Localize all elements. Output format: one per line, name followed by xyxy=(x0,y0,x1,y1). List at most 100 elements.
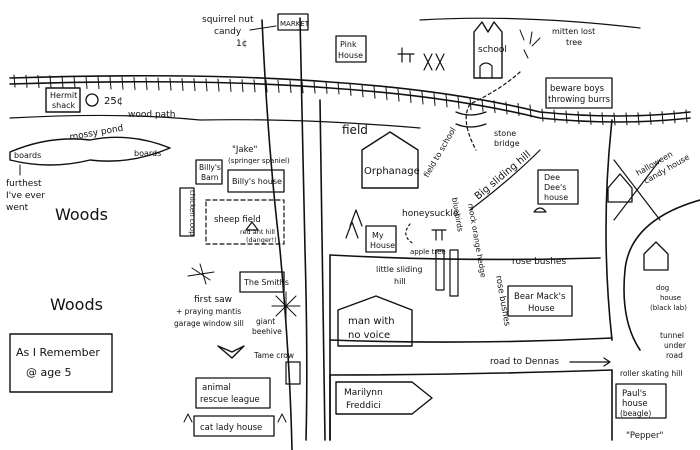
stone-bridge-label: stone xyxy=(494,129,516,138)
railroad-tie xyxy=(397,88,400,102)
hermit-shack-label: Hermit xyxy=(50,91,77,100)
railroad-tie xyxy=(349,82,352,96)
freddici-label: Freddici xyxy=(346,401,381,411)
swing-set-home-icon xyxy=(431,229,447,241)
hermit-price: 25¢ xyxy=(104,96,123,107)
dee-dees-label-3: house xyxy=(544,193,568,202)
the-smiths-house xyxy=(239,271,285,293)
railroad-tie xyxy=(517,103,520,117)
railroad-tie xyxy=(145,77,148,91)
legend-box xyxy=(9,333,113,393)
field-label: field xyxy=(342,123,368,137)
market-label: MARKET xyxy=(280,20,310,28)
wood-path-line xyxy=(9,114,421,129)
second-road-left-edge xyxy=(319,99,326,441)
billys-barn-label: Billy's xyxy=(199,163,221,172)
railroad-tie xyxy=(301,80,304,94)
railroad-tie xyxy=(625,112,628,126)
railroad-tie xyxy=(505,101,508,115)
giant-beehive-label-2: beehive xyxy=(252,327,282,336)
mock-orange-label: mock orange hedge xyxy=(466,203,488,279)
railroad-tie xyxy=(289,80,292,94)
mossy-pond xyxy=(9,136,171,166)
railroad-tie xyxy=(205,78,208,92)
railroad-tie xyxy=(649,111,652,125)
railroad-tie xyxy=(373,85,376,99)
railroad-tie xyxy=(25,74,28,88)
pink-house-label: Pink xyxy=(340,40,357,49)
road-arrow-icon xyxy=(569,357,611,367)
railroad-tie xyxy=(241,79,244,93)
red-ant-hill-label: red ant hill xyxy=(240,228,275,236)
boards-left-label: boards xyxy=(14,151,41,160)
woods-bottom-label: Woods xyxy=(50,295,103,314)
billys-house-label: Billy's house xyxy=(232,177,282,186)
railroad-tie xyxy=(49,75,52,89)
rose-bushes-side-label: rose bushes xyxy=(493,275,512,328)
school-building xyxy=(473,21,503,79)
railroad-tie xyxy=(85,76,88,90)
path-to-school xyxy=(465,71,521,151)
candy-arrow xyxy=(249,25,277,31)
chicken-coop-label: chicken coop xyxy=(188,190,196,236)
chicken-coop xyxy=(179,187,195,237)
crossroads-icon xyxy=(613,159,661,221)
sliding-hill-line xyxy=(469,149,541,211)
bear-macks-label-2: House xyxy=(528,304,555,314)
tunnel-label-3: road xyxy=(666,351,683,360)
as-i-remember-label: As I Remember xyxy=(16,346,100,359)
wood-path-label: wood path xyxy=(128,110,175,120)
right-road-left-edge xyxy=(605,119,613,341)
railroad-tie xyxy=(217,78,220,92)
billys-barn-label-2: Barn xyxy=(201,173,219,182)
field-to-school-label: field to school xyxy=(422,126,458,179)
main-road-left-edge xyxy=(261,19,293,450)
the-smiths-label: The Smiths xyxy=(243,278,289,287)
animal-rescue-building xyxy=(195,377,271,409)
railroad-tie xyxy=(253,79,256,93)
candy-price: 1¢ xyxy=(236,39,247,49)
railroad-tie xyxy=(229,78,232,92)
praying-mantis-label: + praying mantis xyxy=(176,307,241,316)
railroad-tie xyxy=(637,112,640,126)
railroad-tie xyxy=(385,87,388,101)
swing-set-icon xyxy=(423,53,445,71)
railroad-tie xyxy=(97,76,100,90)
railroad-tie xyxy=(409,90,412,104)
dog-house-label-2: house xyxy=(660,294,681,302)
mitten-tree-icon xyxy=(519,29,541,59)
railroad-tie xyxy=(469,97,472,111)
beware-boys-box xyxy=(545,77,613,109)
praying-mantis-icon xyxy=(187,263,215,285)
railroad-tie xyxy=(481,98,484,112)
danger-label: (danger!) xyxy=(246,236,277,244)
railroad-tie xyxy=(133,76,136,90)
marilyn-freddici-house xyxy=(335,381,433,415)
railroad-tie xyxy=(121,76,124,90)
stone-bridge-label-2: bridge xyxy=(494,139,520,148)
railroad-tie xyxy=(421,91,424,105)
railroad-tie xyxy=(493,100,496,114)
road-to-dennas-label: road to Dennas xyxy=(490,357,559,367)
railroad-tie xyxy=(109,76,112,90)
boards-right-label: boards xyxy=(134,149,161,158)
hermit-coin-icon xyxy=(85,93,99,107)
ant-hill-icon xyxy=(245,221,259,231)
little-sliding-label: little sliding xyxy=(376,265,422,274)
market-box xyxy=(277,13,309,31)
cat-icon xyxy=(183,413,287,423)
road-to-dennas-lower xyxy=(329,369,613,376)
my-house xyxy=(365,225,397,253)
furthest-label: furthest xyxy=(6,179,42,189)
beehive-icon xyxy=(271,291,301,321)
animal-rescue-label-2: rescue league xyxy=(200,395,260,405)
railroad-tie xyxy=(529,104,532,118)
railroad-tie xyxy=(337,81,340,95)
top-road xyxy=(419,17,641,29)
cat-lady-house xyxy=(193,415,275,437)
railroad-tie xyxy=(541,108,544,122)
school-label: school xyxy=(478,45,507,55)
tame-crow-label: Tame crow xyxy=(253,351,294,360)
candy-label: candy xyxy=(214,27,242,37)
dog-house-label: dog xyxy=(656,284,669,292)
